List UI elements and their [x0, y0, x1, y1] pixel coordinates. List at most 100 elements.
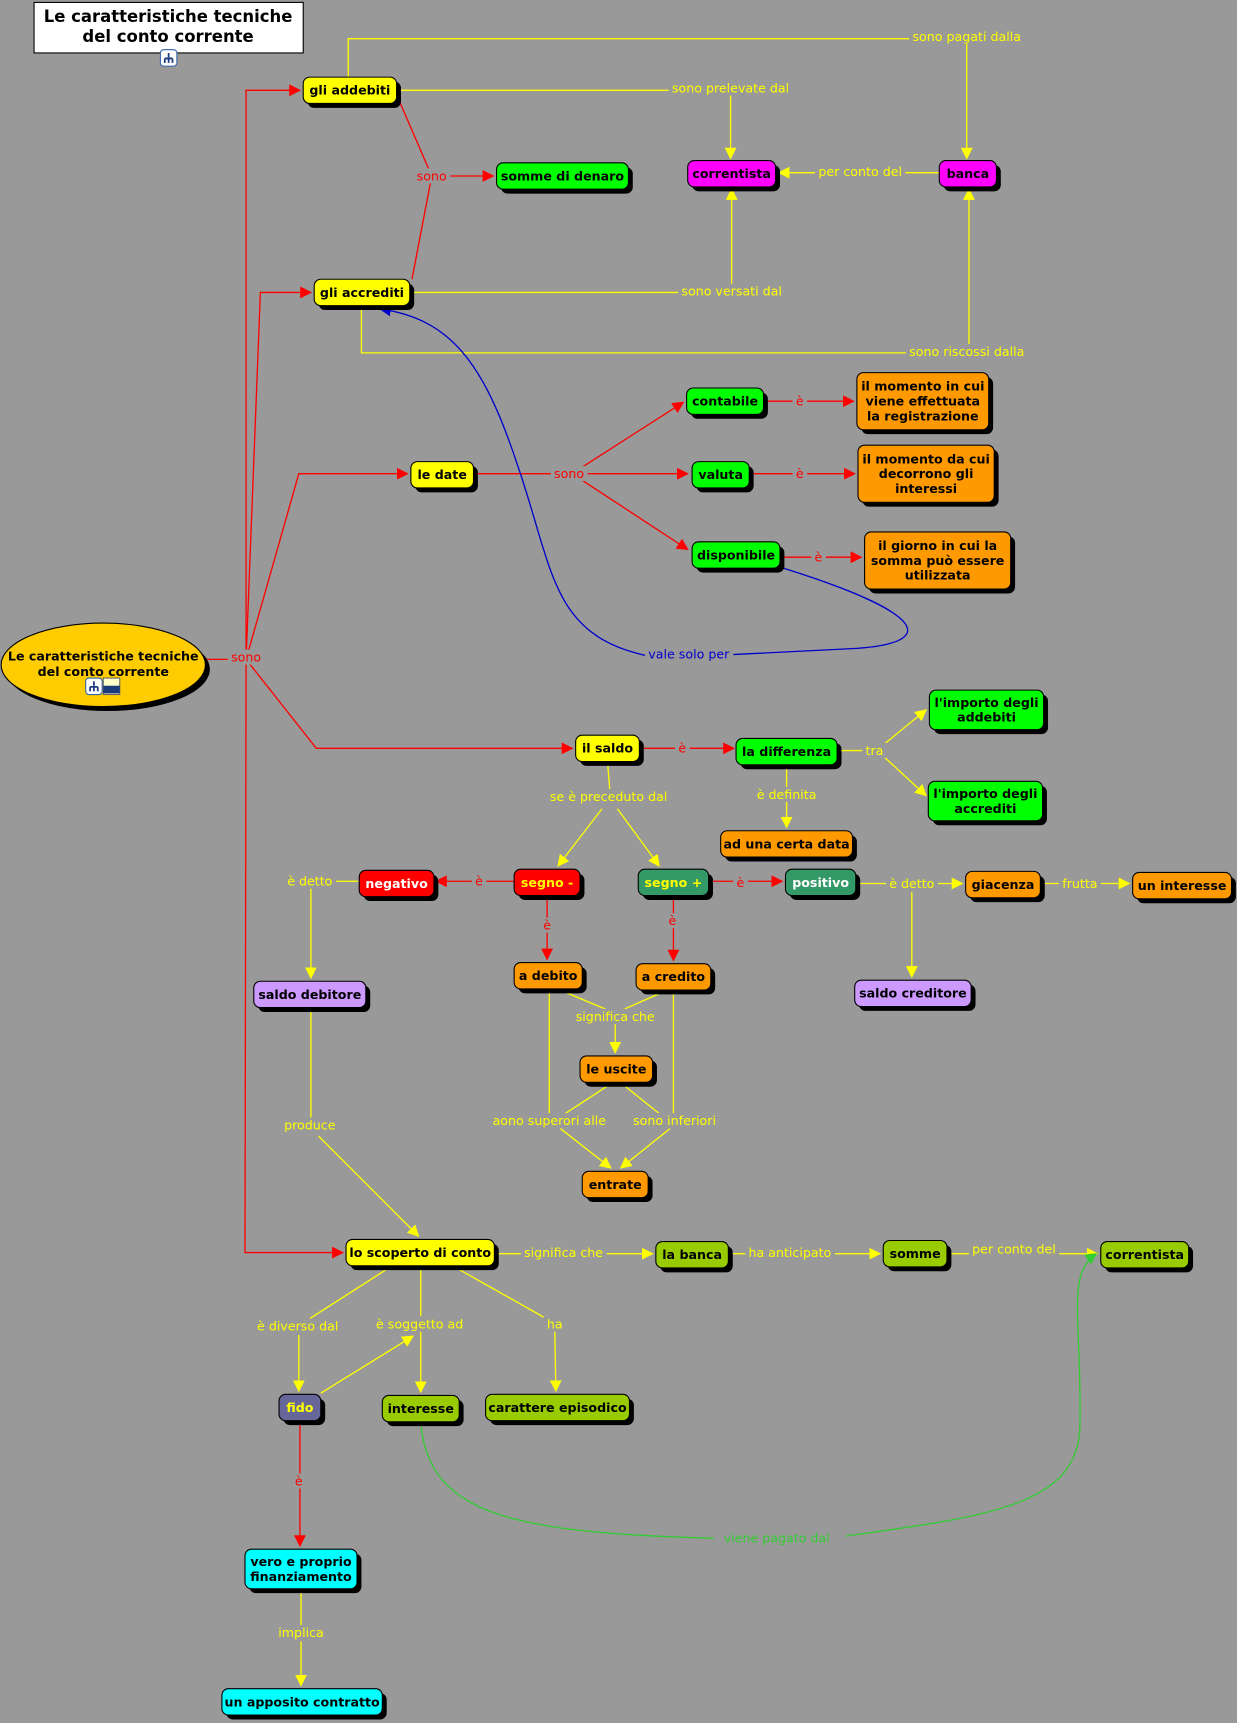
concept-label: gli accrediti — [320, 285, 404, 300]
concept-a-credito[interactable]: a credito — [635, 963, 716, 995]
connector-line — [395, 94, 433, 177]
concept-contratto[interactable]: un apposito contratto — [221, 1688, 387, 1720]
link-label-e-fido: è — [295, 1473, 303, 1488]
concept-label: finanziamento — [250, 1569, 352, 1584]
concept-differenza[interactable]: la differenza — [735, 737, 842, 770]
concept-somme[interactable]: somme — [882, 1239, 952, 1272]
concept-label: disponibile — [697, 547, 775, 562]
html-icon[interactable] — [102, 677, 121, 696]
map-icon[interactable] — [159, 49, 178, 67]
connector-line — [309, 1265, 393, 1320]
connector-line — [245, 286, 313, 660]
concept-giacenza[interactable]: giacenza — [965, 870, 1045, 903]
concept-label: le uscite — [586, 1062, 646, 1077]
connector-line — [409, 187, 738, 294]
concept-saldo-creditore[interactable]: saldo creditore — [854, 979, 976, 1011]
concept-carattere[interactable]: carattere episodico — [485, 1393, 634, 1426]
concept-label: gli addebiti — [309, 83, 390, 98]
concept-scoperto[interactable]: lo scoperto di conto — [345, 1238, 499, 1271]
link-label-significa-che-1: significa che — [576, 1009, 655, 1024]
concept-certa-data[interactable]: ad una certa data — [720, 830, 857, 862]
concept-accrediti[interactable]: gli accrediti — [313, 278, 415, 311]
concept-label: positivo — [792, 875, 849, 890]
connector-line — [320, 1335, 415, 1394]
concept-label: fido — [286, 1400, 313, 1415]
link-label-prelevate-dal: sono prelevate dal — [672, 80, 789, 95]
concept-addebiti[interactable]: gli addebiti — [302, 76, 401, 108]
link-label-e-credito: è — [668, 913, 676, 928]
concept-negativo[interactable]: negativo — [358, 869, 439, 902]
connector-line — [318, 1135, 420, 1237]
link-label-soggetto: è soggetto ad — [376, 1316, 463, 1331]
concepts: gli addebiti somme di denaro correntista ba… — [0, 76, 1236, 1720]
link-label-frutta: frutta — [1062, 876, 1097, 891]
concept-label: giacenza — [972, 877, 1035, 892]
concept-label: utilizzata — [905, 568, 971, 583]
link-label-anticipato: ha anticipato — [748, 1245, 831, 1260]
concept-segno-meno[interactable]: segno - — [513, 868, 585, 900]
connector-line — [245, 658, 574, 755]
concept-label: entrate — [589, 1177, 642, 1192]
link-label-versati-dal: sono versati dal — [681, 284, 782, 299]
link-label-definita: è definita — [757, 787, 817, 802]
concept-saldo[interactable]: il saldo — [575, 734, 644, 766]
concept-label: vero e proprio — [250, 1554, 352, 1569]
root-label: del conto corrente — [38, 664, 169, 679]
concept-fido[interactable]: fido — [278, 1393, 326, 1426]
link-label-tra: tra — [866, 743, 884, 758]
connector-line — [557, 808, 603, 867]
link-label-preceduto: se è preceduto dal — [550, 789, 668, 804]
link-label-ha: ha — [547, 1316, 563, 1331]
concept-positivo[interactable]: positivo — [784, 868, 861, 900]
concept-label: il momento da cui — [862, 451, 989, 466]
link-label-significa-che-2: significa che — [524, 1245, 603, 1260]
concept-label: interesse — [388, 1401, 454, 1416]
concept-label: contabile — [692, 394, 758, 409]
concept-label: le date — [417, 467, 466, 482]
concept-label: lo scoperto di conto — [349, 1245, 491, 1260]
map-icon[interactable] — [85, 677, 103, 696]
connector-line — [549, 1331, 562, 1393]
concept-un-interesse[interactable]: un interesse — [1132, 871, 1236, 904]
concept-saldo-debitore[interactable]: saldo debitore — [253, 980, 371, 1013]
title-box — [33, 1, 304, 54]
connector-line — [581, 401, 685, 468]
concept-somme-denaro[interactable]: somme di denaro — [496, 162, 633, 194]
link-label-superori: aono superori alle — [493, 1113, 607, 1128]
concept-valuta[interactable]: valuta — [691, 461, 754, 493]
link-label-e-positivo: è — [737, 875, 745, 890]
concept-label: correntista — [692, 166, 771, 181]
connector-line — [606, 761, 611, 790]
concept-entrate[interactable]: entrate — [581, 1170, 653, 1203]
concept-label: somma può essere — [871, 553, 1004, 568]
concept-contabile[interactable]: contabile — [686, 387, 768, 419]
concept-la-banca[interactable]: la banca — [655, 1241, 733, 1273]
concept-label: l'importo degli — [933, 786, 1037, 801]
concept-label: un apposito contratto — [224, 1694, 380, 1709]
concept-segno-piu[interactable]: segno + — [637, 868, 713, 900]
concept-correntista-bottom[interactable]: correntista — [1100, 1241, 1194, 1273]
concept-le-date[interactable]: le date — [410, 461, 478, 493]
connector-line — [883, 756, 927, 797]
link-label-riscossi-dalla: sono riscossi dalla — [909, 344, 1024, 359]
concept-banca-top[interactable]: banca — [938, 160, 1001, 192]
concept-a-debito[interactable]: a debito — [513, 962, 587, 994]
concept-label: saldo debitore — [258, 987, 361, 1002]
connector-line — [622, 1083, 662, 1116]
link-label-e-debito: è — [543, 918, 551, 933]
concept-le-uscite[interactable]: le uscite — [579, 1055, 657, 1087]
connector-line — [360, 187, 975, 354]
link-label-e-contabile: è — [796, 394, 804, 409]
concept-interesse[interactable]: interesse — [381, 1394, 464, 1427]
concept-disponibile[interactable]: disponibile — [691, 541, 785, 573]
concept-label: banca — [947, 166, 990, 181]
concept-correntista-top[interactable]: correntista — [687, 160, 780, 192]
